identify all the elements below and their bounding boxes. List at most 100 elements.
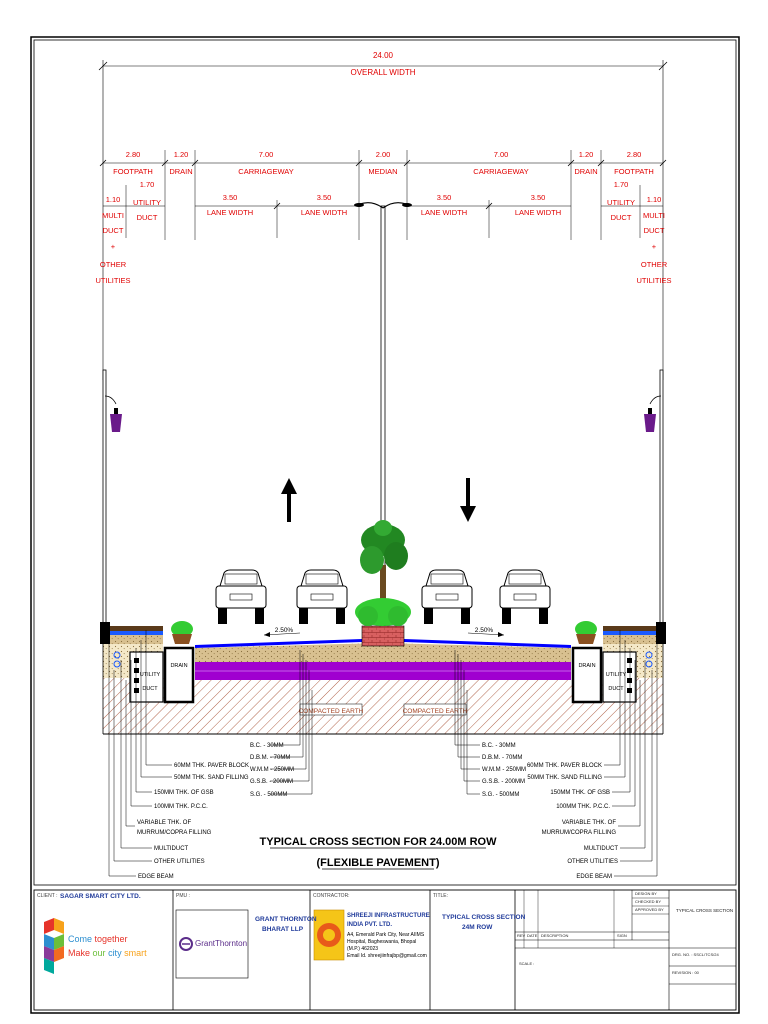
lane-1-value: 3.50 bbox=[223, 193, 238, 202]
footpath-layer-right-4: 100MM THK. P.C.C. bbox=[556, 804, 610, 810]
footpath-right: UTILITY DUCT DRAIN bbox=[571, 621, 666, 704]
pmu-name-line1: GRANT THORNTON bbox=[255, 916, 317, 923]
multi-duct-right-line2: DUCT bbox=[644, 226, 665, 235]
footpath-layer-left-6: MURRUM/COPRA FILLING bbox=[137, 830, 212, 836]
slogan-line-1: Come together bbox=[68, 934, 128, 944]
utility-duct-box-right-line1: UTILITY bbox=[606, 672, 627, 678]
contractor-label: CONTRACTOR: bbox=[313, 893, 350, 899]
contractor-name-line1: SHREEJI INFRASTRUCTURE bbox=[347, 913, 430, 919]
overall-width-dimension: 24.00 OVERALL WIDTH bbox=[98, 51, 668, 380]
pmu-label: PMU : bbox=[176, 893, 190, 899]
pavement-layer-left-1: B.C. - 30MM bbox=[250, 743, 284, 749]
dim-drain-left-label: DRAIN bbox=[169, 167, 192, 176]
pavement-layer-left-5: S.G. - 500MM bbox=[250, 792, 287, 798]
segment-dimensions: 2.80 FOOTPATH 1.20 DRAIN 7.00 CARRIAGEWA… bbox=[99, 150, 667, 240]
lamp-post-left bbox=[102, 369, 122, 629]
pavement-layer-right-2: D.B.M. - 70MM bbox=[482, 755, 522, 761]
rev-header: REV bbox=[517, 933, 526, 938]
footpath-layer-right-5: VARIABLE THK. OF bbox=[562, 820, 616, 826]
slope-right-label: 2.50% bbox=[475, 627, 494, 634]
dim-median-label: MEDIAN bbox=[368, 167, 397, 176]
utility-duct-right-line1: UTILITY bbox=[607, 198, 635, 207]
multi-duct-left-line1: MULTI bbox=[102, 211, 124, 220]
utility-duct-right-line2: DUCT bbox=[611, 213, 632, 222]
pavement-layer-left-2: D.B.M. - 70MM bbox=[250, 755, 290, 761]
pavement-layer-right-5: S.G. - 500MM bbox=[482, 792, 519, 798]
lane-2-label: LANE WIDTH bbox=[301, 208, 347, 217]
contractor-email: Email Id. shreejiinfrajbp@gmail.com bbox=[347, 953, 427, 959]
sheet-title-small: TYPICAL CROSS SECTION bbox=[676, 908, 734, 913]
dim-footpath-left-value: 2.80 bbox=[126, 150, 141, 159]
client-label: CLIENT : bbox=[37, 893, 58, 899]
median-tree bbox=[360, 520, 408, 603]
car-3 bbox=[421, 569, 473, 624]
checked-by-label: CHECKED BY bbox=[635, 899, 662, 904]
sheet-title-line1: TYPICAL CROSS SECTION bbox=[442, 914, 526, 921]
footpath-layer-left-5: VARIABLE THK. OF bbox=[137, 820, 191, 826]
date-header: DATE bbox=[527, 933, 538, 938]
dim-footpath-right-label: FOOTPATH bbox=[614, 167, 654, 176]
wearing-course bbox=[195, 639, 571, 648]
footpath-layer-right-8: OTHER UTILITIES bbox=[567, 859, 618, 865]
car-4 bbox=[499, 569, 551, 624]
footpath-layer-right-1: 60MM THK. PAVER BLOCK bbox=[527, 763, 602, 769]
slope-indicator-right: 2.50% bbox=[467, 627, 505, 637]
footpath-layer-right-2: 50MM THK. SAND FILLING bbox=[527, 775, 602, 781]
pavement-layer-right-1: B.C. - 30MM bbox=[482, 743, 516, 749]
pavement-leaders-left bbox=[270, 650, 313, 795]
title-block-grid bbox=[33, 889, 737, 1011]
utility-duct-left-value: 1.70 bbox=[140, 180, 155, 189]
lane-4-label: LANE WIDTH bbox=[515, 208, 561, 217]
scale-label: SCALE : bbox=[519, 961, 535, 966]
utility-duct-right-value: 1.70 bbox=[614, 180, 629, 189]
multi-duct-left-line2: DUCT bbox=[103, 226, 124, 235]
client-name: SAGAR SMART CITY LTD. bbox=[60, 893, 141, 900]
overall-width-value: 24.00 bbox=[373, 51, 394, 60]
footpath-layer-right-9: EDGE BEAM bbox=[576, 874, 612, 880]
lamp-post-right bbox=[644, 369, 664, 629]
median-kerb bbox=[355, 598, 411, 647]
dim-carriageway-right-value: 7.00 bbox=[494, 150, 509, 159]
multi-duct-right-line4: UTILITIES bbox=[636, 276, 671, 285]
utility-duct-left-line1: UTILITY bbox=[133, 198, 161, 207]
lane-2-value: 3.50 bbox=[317, 193, 332, 202]
footpath-layer-right-6: MURRUM/COPRA FILLING bbox=[542, 830, 617, 836]
dim-drain-right-value: 1.20 bbox=[579, 150, 594, 159]
outer-frame bbox=[30, 36, 740, 1014]
pmu-logo-text: GrantThornton bbox=[195, 939, 248, 948]
sign-header: SIGN bbox=[617, 933, 627, 938]
multi-duct-left-line4: UTILITIES bbox=[95, 276, 130, 285]
approved-by-label: APPROVED BY bbox=[635, 907, 664, 912]
pmu-name-line2: BHARAT LLP bbox=[262, 926, 304, 933]
contractor-address-3: (M.P.) 462023 bbox=[347, 946, 379, 952]
dim-carriageway-left-label: CARRIAGEWAY bbox=[238, 167, 293, 176]
contractor-address-1: A4, Emerald Park City, Near AIIMS bbox=[347, 932, 425, 938]
lane-4-value: 3.50 bbox=[531, 193, 546, 202]
dim-footpath-right-value: 2.80 bbox=[627, 150, 642, 159]
sheet-title-line2: 24M ROW bbox=[462, 924, 493, 931]
drain-box-left-label: DRAIN bbox=[170, 663, 187, 669]
slope-indicator-left: 2.50% bbox=[263, 627, 301, 637]
footpath-layer-left-8: OTHER UTILITIES bbox=[154, 859, 205, 865]
lane-1-label: LANE WIDTH bbox=[207, 208, 253, 217]
lane-dimensions: 3.50 LANE WIDTH 3.50 LANE WIDTH 3.50 LAN… bbox=[195, 193, 571, 238]
slogan-line-2: Make our city smart bbox=[68, 948, 147, 958]
footpath-layer-left-7: MULTIDUCT bbox=[154, 846, 189, 852]
slope-left-label: 2.50% bbox=[275, 627, 294, 634]
traffic-arrow-up-icon bbox=[281, 478, 297, 522]
drain-box-right-label: DRAIN bbox=[578, 663, 595, 669]
footpath-leaders-right bbox=[604, 630, 658, 877]
lane-3-label: LANE WIDTH bbox=[421, 208, 467, 217]
description-header: DESCRIPTION bbox=[541, 933, 569, 938]
multi-duct-right-line3: OTHER bbox=[641, 260, 668, 269]
utility-duct-box-left-line1: UTILITY bbox=[140, 672, 161, 678]
footpath-layer-left-3: 150MM THK. OF GSB bbox=[154, 790, 214, 796]
dim-drain-left-value: 1.20 bbox=[174, 150, 189, 159]
contractor-name-line2: INDIA PVT. LTD. bbox=[347, 922, 392, 928]
multi-duct-left-line3: OTHER bbox=[100, 260, 127, 269]
title-label: TITLE: bbox=[433, 893, 449, 899]
traffic-arrow-down-icon bbox=[460, 478, 476, 522]
drawing-title-line1: TYPICAL CROSS SECTION FOR 24.00M ROW bbox=[260, 836, 498, 848]
car-2 bbox=[296, 569, 348, 624]
